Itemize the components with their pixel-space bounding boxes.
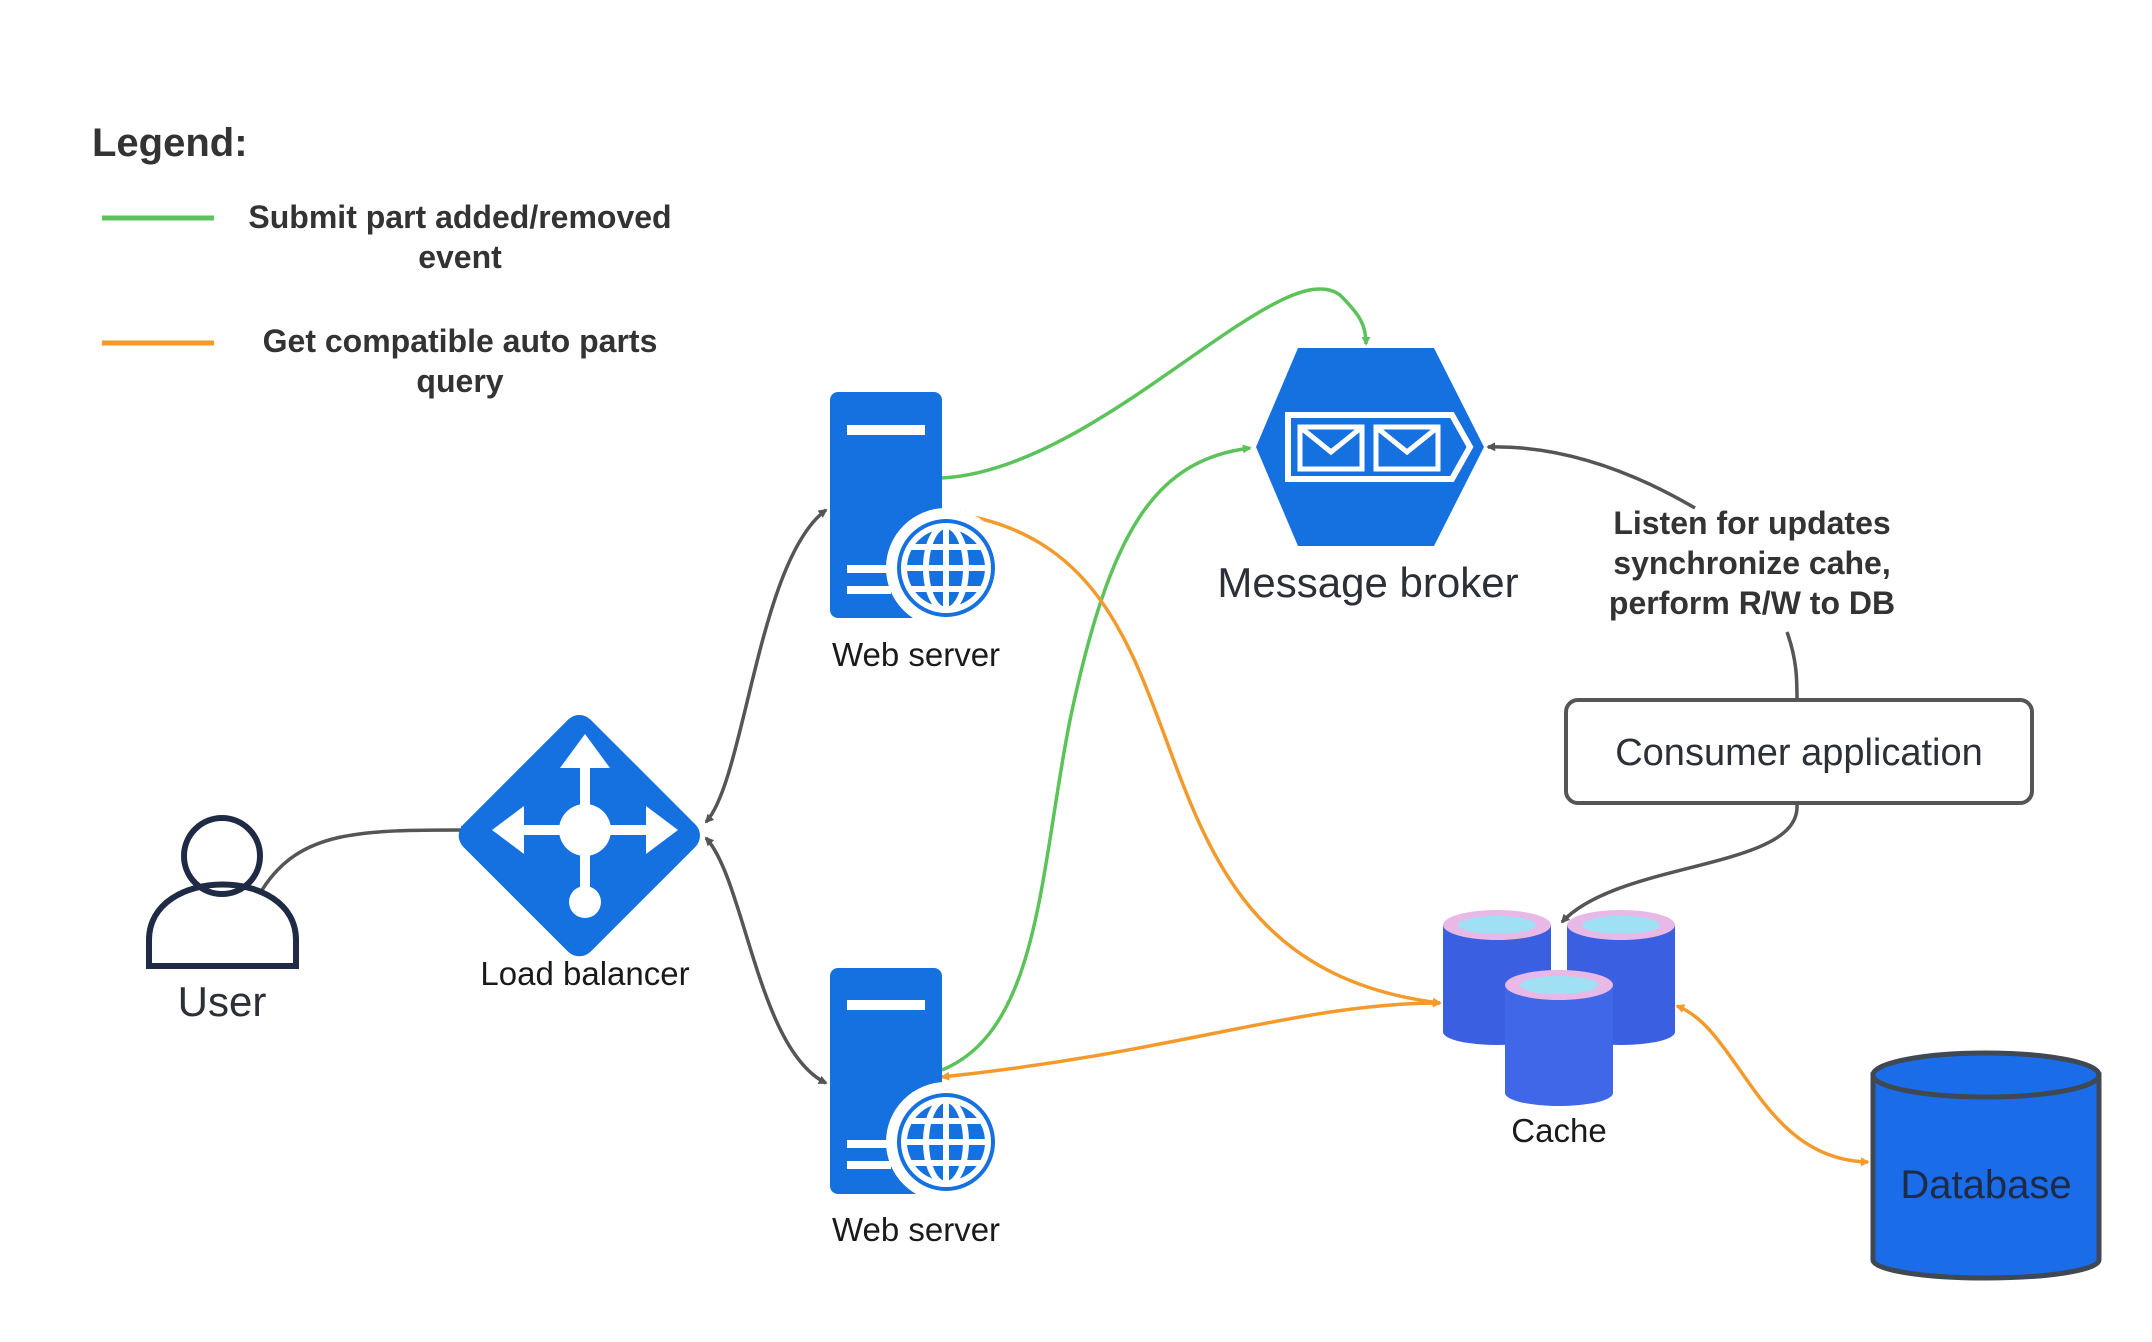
web-server-bottom-node[interactable]: Web server (830, 968, 1006, 1248)
legend-green-label-1: Submit part added/removed (248, 199, 671, 235)
annotation-line-1: Listen for updates (1613, 505, 1890, 541)
edge-consumer-to-cache (1560, 804, 1799, 924)
cache-label: Cache (1511, 1112, 1606, 1149)
edge-consumer-to-broker (1486, 442, 1696, 510)
consumer-application-label: Consumer application (1615, 732, 1983, 774)
envelope-icon (1297, 424, 1441, 472)
edge-user-to-lb (260, 825, 470, 891)
load-balancer-node[interactable]: Load balancer (452, 708, 707, 992)
load-balancer-label: Load balancer (480, 955, 689, 992)
web-server-bottom-label: Web server (832, 1211, 1000, 1248)
annotation-line-2: synchronize cahe, (1613, 545, 1890, 581)
legend-green-label-2: event (418, 239, 502, 275)
database-label: Database (1900, 1163, 2071, 1207)
web-server-top-node[interactable]: Web server (830, 392, 1006, 673)
message-broker-node[interactable]: Message broker (1217, 348, 1519, 606)
edge-cache-webserver-bottom (940, 998, 1442, 1081)
web-server-top-label: Web server (832, 636, 1000, 673)
cache-icon (1443, 910, 1675, 1106)
edge-webserver-top-to-broker (941, 287, 1371, 480)
load-balancer-icon (458, 715, 700, 957)
user-node[interactable]: User (146, 815, 299, 1025)
edge-lb-webserver-top (704, 508, 828, 824)
cache-node[interactable]: Cache (1443, 910, 1675, 1149)
edge-lb-webserver-bottom (704, 836, 828, 1085)
annotation-line-3: perform R/W to DB (1609, 585, 1895, 621)
message-broker-label: Message broker (1217, 559, 1518, 606)
message-broker-icon (1256, 348, 1484, 546)
user-label: User (178, 978, 267, 1025)
consumer-annotation: Listen for updates synchronize cahe, per… (1609, 505, 1895, 621)
globe-icon (886, 1082, 1006, 1202)
database-node[interactable]: Database (1870, 1050, 2102, 1281)
globe-icon (886, 508, 1006, 628)
database-icon (1870, 1050, 2102, 1281)
consumer-application-box (1564, 698, 2034, 805)
legend: Legend: Submit part added/removed event … (92, 121, 672, 399)
legend-title: Legend: (92, 121, 248, 165)
legend-orange-label-2: query (416, 363, 503, 399)
edge-cache-webserver-top (956, 510, 1442, 1007)
legend-orange-label-1: Get compatible auto parts (263, 323, 658, 359)
edge-cache-database (1675, 1004, 1870, 1167)
user-icon (146, 815, 299, 969)
connectors (260, 287, 1870, 1167)
edge-annotation-to-consumer (1785, 631, 1799, 701)
consumer-application-node[interactable]: Consumer application (1564, 698, 2034, 805)
